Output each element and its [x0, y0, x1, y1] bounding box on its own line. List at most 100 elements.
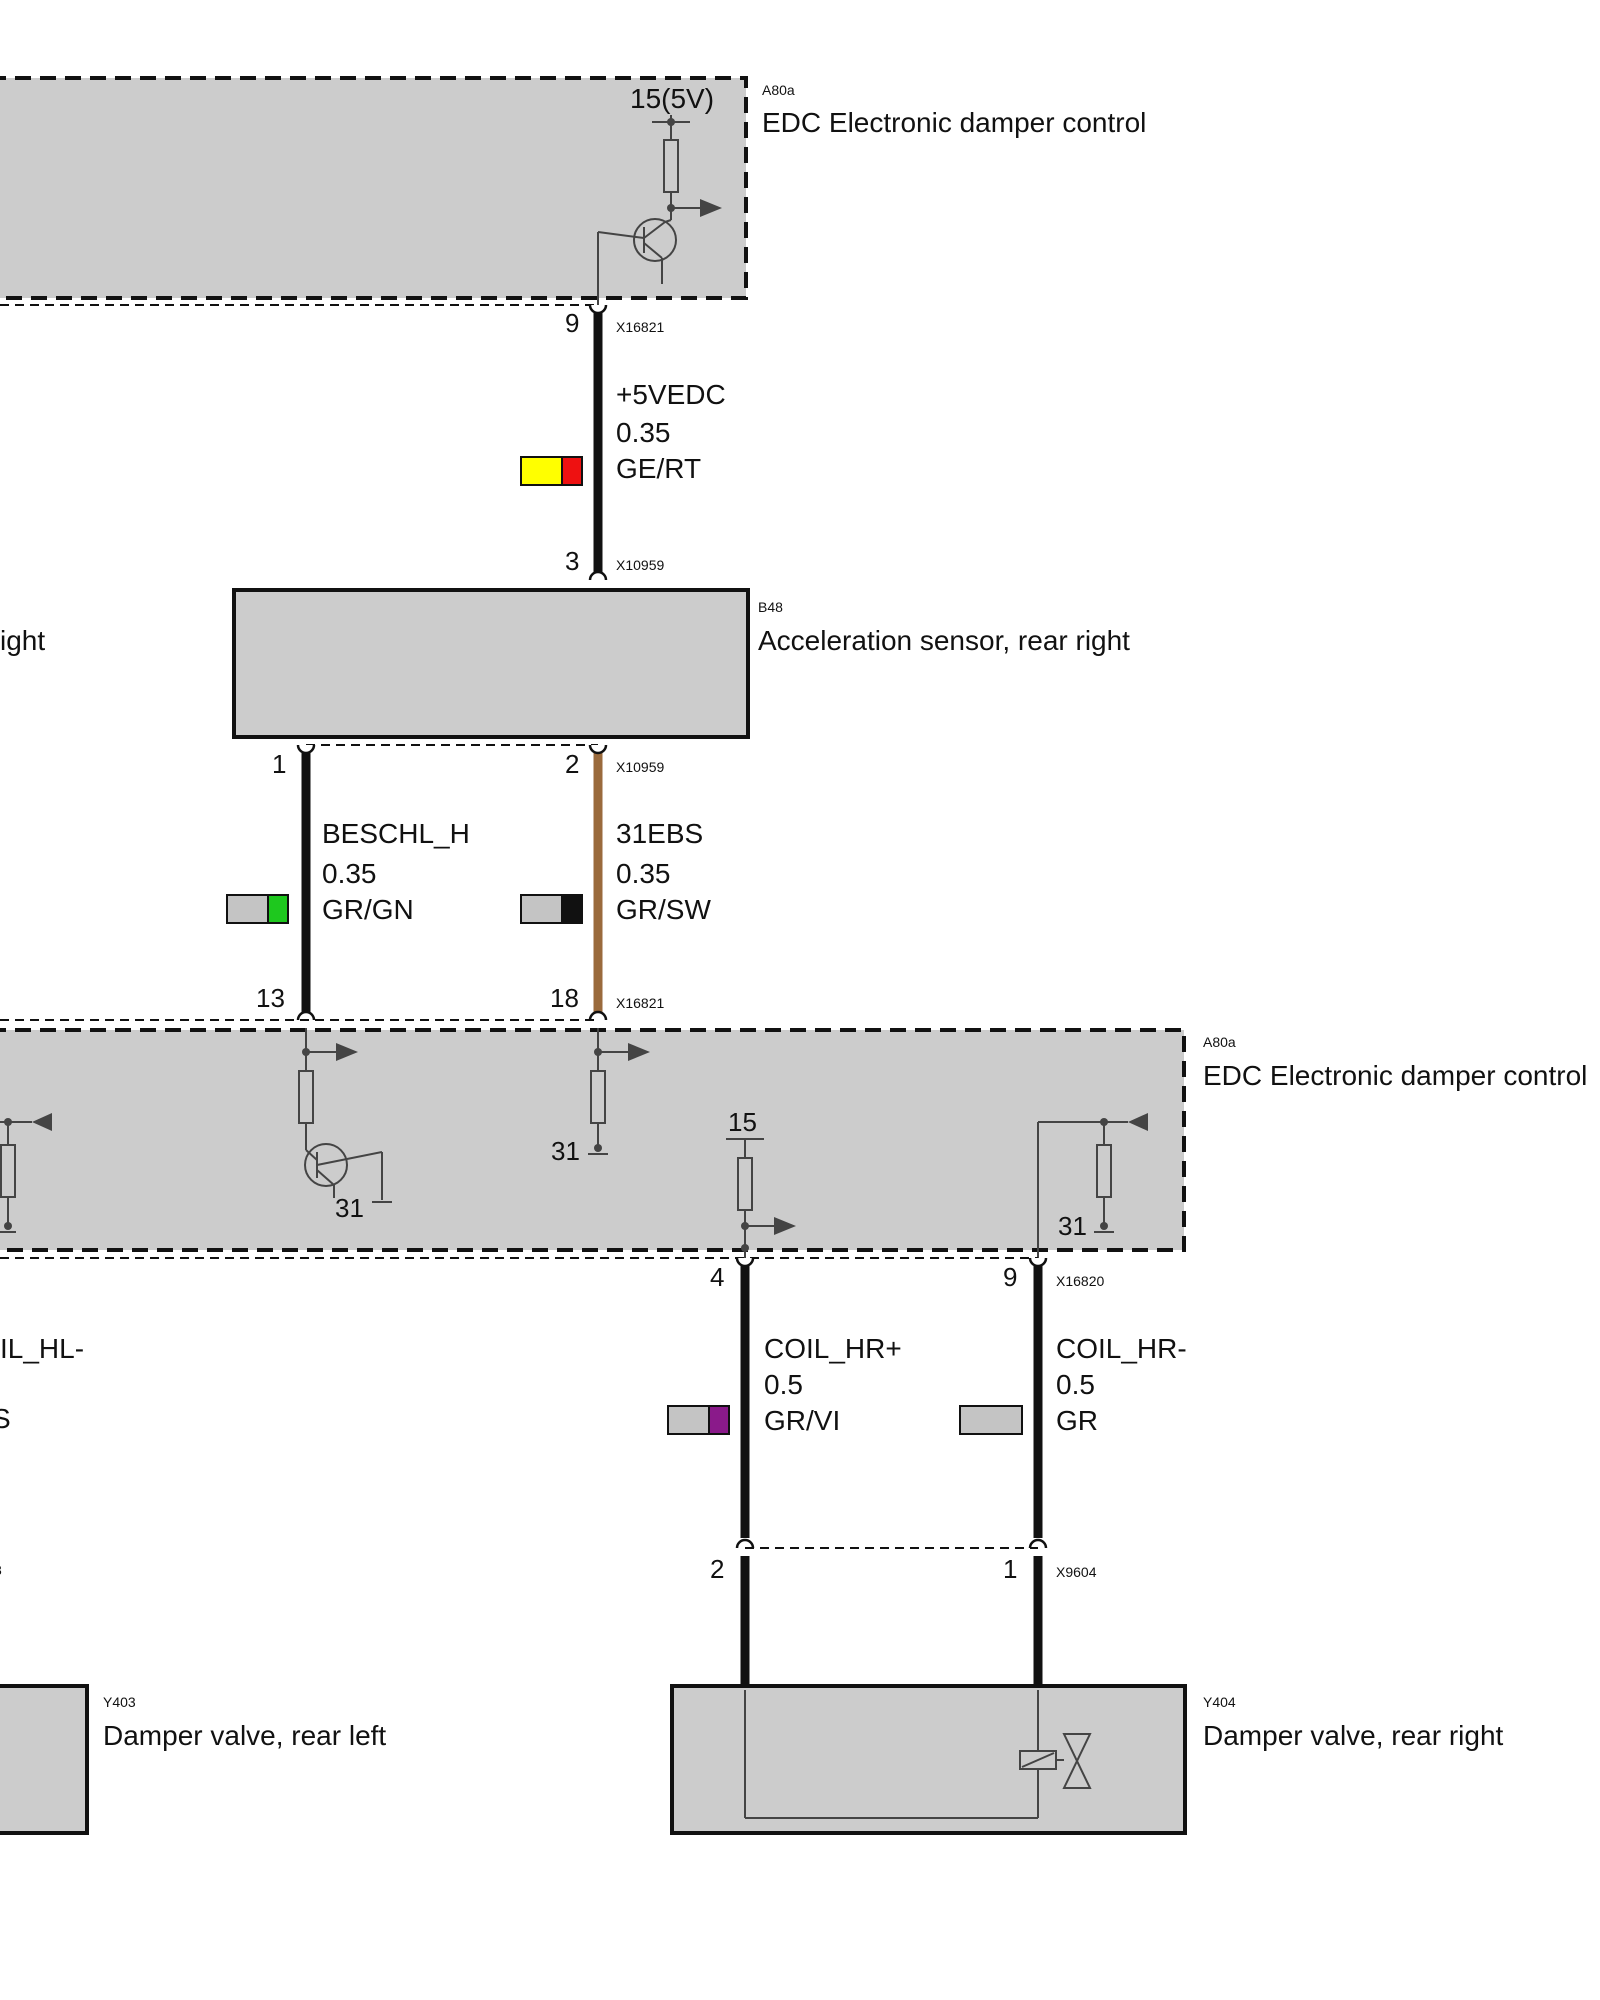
wire-31ebs: 2 X10959 31EBS 0.35 GR/SW 18 X16821: [520, 744, 711, 1021]
ground-31-b: 31: [551, 1136, 580, 1166]
pin-open-terminal-icon: [588, 304, 608, 315]
module-y404-id: Y404: [1203, 1694, 1236, 1710]
module-a80a-top-box: [0, 76, 748, 300]
connector-x16821-top: X16821: [616, 319, 664, 335]
wire-5vedc-color: GE/RT: [616, 453, 701, 484]
supply-label: 15(5V): [630, 83, 714, 114]
swatch-gr: [667, 1405, 710, 1435]
module-y404: Y404 Damper valve, rear right: [670, 1684, 1504, 1835]
module-b48-id: B48: [758, 599, 783, 615]
pin-open-terminal-icon: [588, 744, 608, 755]
signal-arrow-icon: [336, 1043, 358, 1061]
module-a80a-top-name: EDC Electronic damper control: [762, 107, 1146, 138]
resistor-icon: [0, 1144, 16, 1198]
fragment-coil-hl: IL_HL-: [0, 1333, 84, 1364]
module-y403-id: Y403: [103, 1694, 136, 1710]
resistor-icon: [298, 1070, 314, 1124]
signal-arrow-icon: [628, 1043, 650, 1061]
fragment-small: 3: [0, 1562, 2, 1578]
module-y403: Y403 Damper valve, rear left: [0, 1684, 386, 1835]
pin-open-terminal-icon: [588, 570, 608, 581]
wire-coil-minus-color: GR: [1056, 1405, 1098, 1436]
pin-2-valve: 2: [710, 1554, 724, 1584]
module-b48-box: [232, 588, 750, 739]
module-a80a-top-id: A80a: [762, 82, 795, 98]
resistor-icon: [737, 1157, 753, 1211]
connector-x16821-bottom: X16821: [616, 995, 664, 1011]
wire-5vedc: 9 X16821 +5VEDC 0.35 GE/RT 3 X10959: [520, 304, 726, 581]
wire-5vedc-gauge: 0.35: [616, 417, 671, 448]
wire-beschl-h: 1 BESCHL_H 0.35 GR/GN 13: [226, 744, 470, 1021]
module-a80a-bottom: 31 31 15 31 A80a EDC Electronic damp: [0, 1028, 1587, 1258]
swatch-sw: [561, 894, 583, 924]
signal-arrow-icon: [700, 199, 722, 217]
swatch-gr: [959, 1405, 1023, 1435]
signal-arrow-icon: [774, 1217, 796, 1235]
pin-3: 3: [565, 546, 579, 576]
swatch-gn: [267, 894, 289, 924]
pin-1: 1: [272, 749, 286, 779]
pin-1-valve: 1: [1003, 1554, 1017, 1584]
module-y403-box: [0, 1684, 89, 1835]
module-y404-name: Damper valve, rear right: [1203, 1720, 1504, 1751]
pin-open-terminal-icon: [296, 1010, 316, 1021]
pin-open-terminal-icon: [1028, 1538, 1048, 1549]
module-y403-name: Damper valve, rear left: [103, 1720, 386, 1751]
wire-beschl-signal: BESCHL_H: [322, 818, 470, 849]
wire-beschl-color: GR/GN: [322, 894, 414, 925]
pin-2: 2: [565, 749, 579, 779]
pin-9-bottom: 9: [1003, 1262, 1017, 1292]
fragment-s: S: [0, 1403, 11, 1434]
resistor-icon: [663, 139, 679, 193]
swatch-gr: [520, 894, 563, 924]
resistor-icon: [1096, 1144, 1112, 1198]
wire-5vedc-signal: +5VEDC: [616, 379, 726, 410]
swatch-gr: [226, 894, 269, 924]
wire-coil-minus-signal: COIL_HR-: [1056, 1333, 1187, 1364]
swatch-ge: [520, 456, 563, 486]
valve-icon: [1062, 1733, 1092, 1789]
signal-arrow-icon: [32, 1113, 52, 1131]
transistor-icon: [633, 218, 677, 262]
pin-open-terminal-icon: [735, 1538, 755, 1549]
wire-coil-minus-gauge: 0.5: [1056, 1369, 1095, 1400]
supply-15-label: 15: [728, 1107, 757, 1137]
pin-open-terminal-icon: [735, 1257, 755, 1268]
pin-4: 4: [710, 1262, 724, 1292]
connector-x10959-bottom: X10959: [616, 759, 664, 775]
pin-13: 13: [256, 983, 285, 1013]
transistor-icon: [304, 1143, 348, 1187]
wire-coil-plus-color: GR/VI: [764, 1405, 840, 1436]
connector-x10959-top: X10959: [616, 557, 664, 573]
module-a80a-bottom-name: EDC Electronic damper control: [1203, 1060, 1587, 1091]
ground-31-c: 31: [1058, 1211, 1087, 1241]
swatch-vi: [708, 1405, 730, 1435]
swatch-rt: [561, 456, 583, 486]
module-a80a-top: 15(5V) A80a EDC Electronic damper contro…: [0, 76, 1146, 305]
module-a80a-bottom-box: [0, 1028, 1186, 1252]
left-fragment-label: ight: [0, 625, 45, 656]
wire-31ebs-signal: 31EBS: [616, 818, 703, 849]
connector-x9604: X9604: [1056, 1564, 1097, 1580]
wire-31ebs-gauge: 0.35: [616, 858, 671, 889]
pin-open-terminal-icon: [1028, 1257, 1048, 1268]
module-b48: B48 Acceleration sensor, rear right ight: [0, 588, 1130, 739]
module-a80a-bottom-id: A80a: [1203, 1034, 1236, 1050]
wire-coil-plus-gauge: 0.5: [764, 1369, 803, 1400]
module-b48-name: Acceleration sensor, rear right: [758, 625, 1130, 656]
resistor-icon: [590, 1070, 606, 1124]
wire-beschl-gauge: 0.35: [322, 858, 377, 889]
pin-open-terminal-icon: [588, 1010, 608, 1021]
pin-open-terminal-icon: [296, 744, 316, 755]
wire-31ebs-color: GR/SW: [616, 894, 711, 925]
wire-coil-hr-plus: 4 COIL_HR+ 0.5 GR/VI 2: [667, 1257, 902, 1686]
pin-9-top: 9: [565, 308, 579, 338]
signal-arrow-icon: [1128, 1113, 1148, 1131]
pin-18: 18: [550, 983, 579, 1013]
module-y404-box: [670, 1684, 1187, 1835]
connector-x16820: X16820: [1056, 1273, 1104, 1289]
wire-coil-plus-signal: COIL_HR+: [764, 1333, 902, 1364]
ground-31-a: 31: [335, 1193, 364, 1223]
wire-coil-hr-minus: 9 X16820 COIL_HR- 0.5 GR 1 X9604: [959, 1257, 1187, 1686]
